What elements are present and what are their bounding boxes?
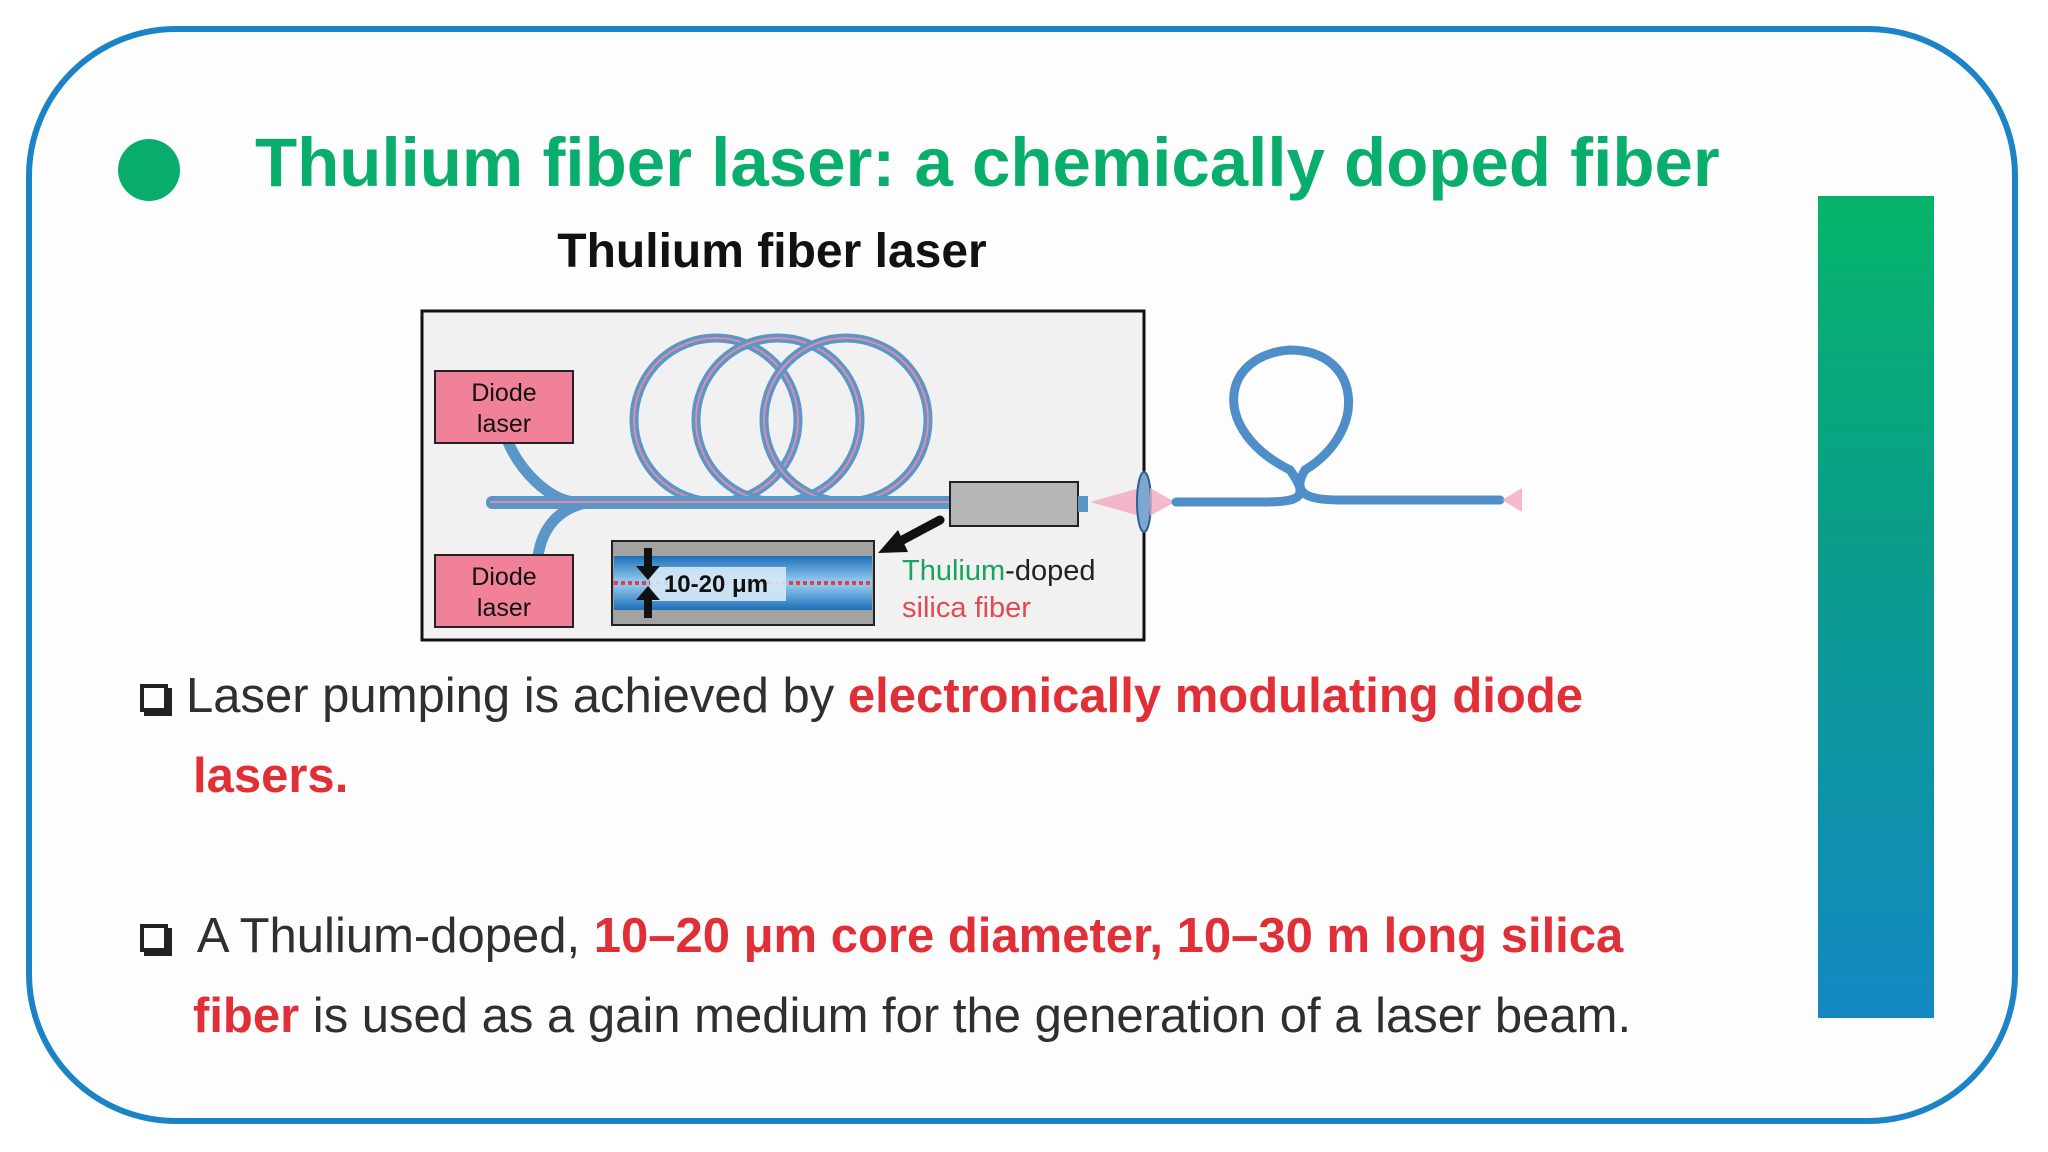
point-2-text-start: A Thulium-doped, xyxy=(186,909,594,963)
external-fiber xyxy=(1171,345,1505,507)
bullet-point-2: A Thulium-doped, 10–20 μm core diameter,… xyxy=(140,896,1730,1056)
beam-right xyxy=(1150,488,1175,516)
core-diameter-label: 10-20 μm xyxy=(664,571,768,598)
lens xyxy=(1136,471,1152,533)
point-2-text-end: is used as a gain medium for the generat… xyxy=(299,989,1632,1043)
fiber-type-label: Thulium-doped xyxy=(902,555,1095,587)
point-1-highlight-line2: lasers. xyxy=(193,749,349,803)
title-bullet xyxy=(118,139,180,201)
diode-laser-top: Diode laser xyxy=(434,370,574,444)
slide-title: Thulium fiber laser: a chemically doped … xyxy=(255,124,1720,201)
diode-top-label-1: Diode xyxy=(471,379,536,407)
point-2-highlight: 10–20 μm core diameter, 10–30 m long sil… xyxy=(593,909,1624,963)
checkbox-icon xyxy=(140,924,168,952)
diode-bottom-label-2: laser xyxy=(477,594,531,622)
collimator-tip xyxy=(1078,496,1088,512)
pointer-arrow-icon xyxy=(878,515,945,553)
main-fiber xyxy=(486,496,958,509)
diode-bottom-label-1: Diode xyxy=(471,563,536,591)
arrow-down-icon xyxy=(636,548,660,580)
point-1-highlight: electronically modulating diode xyxy=(847,669,1584,723)
arrow-up-icon xyxy=(636,586,660,618)
bullet-point-1: Laser pumping is achieved by electronica… xyxy=(140,656,1730,816)
point-2-highlight-line2: fiber xyxy=(193,989,300,1043)
collimator xyxy=(949,481,1079,527)
beam-left xyxy=(1090,488,1140,516)
decorative-side-bar xyxy=(1818,196,1934,1018)
checkbox-icon xyxy=(140,684,168,712)
fiber-material-label: silica fiber xyxy=(902,592,1031,624)
diode-laser-bottom: Diode laser xyxy=(434,554,574,628)
output-beam xyxy=(1502,488,1522,512)
fiber-cross-section: 10-20 μm xyxy=(611,540,875,626)
point-1-text: Laser pumping is achieved by xyxy=(186,669,848,723)
diode-top-label-2: laser xyxy=(477,410,531,438)
diagram-heading: Thulium fiber laser xyxy=(557,225,986,278)
